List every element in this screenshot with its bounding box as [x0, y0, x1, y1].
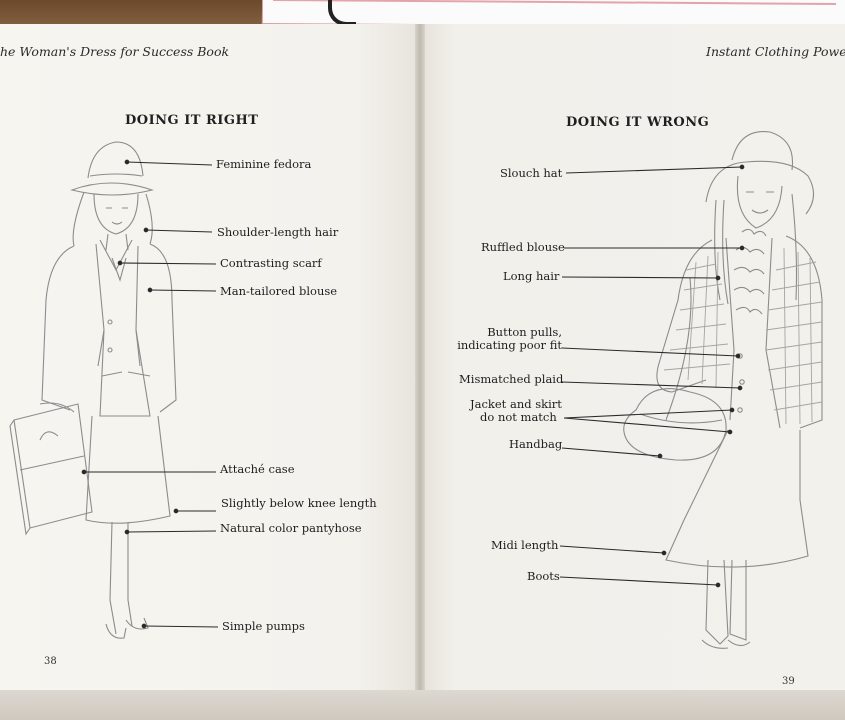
label-boots: Boots — [527, 569, 560, 583]
right-page-number: 39 — [782, 676, 795, 687]
right-running-head: Instant Clothing Powe — [706, 44, 845, 59]
left-running-head: he Woman's Dress for Success Book — [0, 44, 230, 59]
label-long-hair: Long hair — [503, 269, 560, 283]
label-midi-length: Midi length — [491, 538, 559, 552]
left-page-heading: DOING IT RIGHT — [125, 113, 259, 128]
label-shoulder-length-hair: Shoulder-length hair — [217, 225, 339, 239]
left-page-number: 38 — [44, 656, 57, 667]
label-man-tailored-blouse: Man-tailored blouse — [220, 284, 338, 298]
label-button-pulls: Button pulls, — [487, 325, 562, 339]
label-contrasting-scarf: Contrasting scarf — [220, 256, 322, 270]
label-slouch-hat: Slouch hat — [500, 166, 563, 180]
label-slightly-below-knee-length: Slightly below knee length — [221, 496, 377, 510]
label-natural-color-pantyhose: Natural color pantyhose — [220, 521, 362, 535]
left-page — [0, 24, 419, 696]
book-bottom-edge — [0, 690, 845, 720]
label-mismatched-plaid: Mismatched plaid — [459, 372, 564, 386]
right-page — [421, 24, 845, 696]
label-feminine-fedora: Feminine fedora — [216, 157, 312, 171]
label-do-not-match: do not match — [480, 410, 557, 424]
label-jacket-and-skirt: Jacket and skirt — [470, 397, 562, 411]
right-figure-drawing — [623, 131, 823, 649]
right-page-heading: DOING IT WRONG — [566, 115, 710, 130]
left-figure-drawing — [9, 141, 177, 639]
label-simple-pumps: Simple pumps — [222, 619, 305, 633]
book-gutter — [415, 24, 425, 696]
label-attache-case: Attaché case — [220, 462, 295, 476]
right-leader-lines — [559, 164, 745, 588]
label-handbag: Handbag — [509, 437, 563, 451]
label-ruffled-blouse: Ruffled blouse — [481, 240, 565, 254]
left-leader-lines — [81, 159, 219, 629]
label-indicating-poor-fit: indicating poor fit — [457, 338, 562, 352]
